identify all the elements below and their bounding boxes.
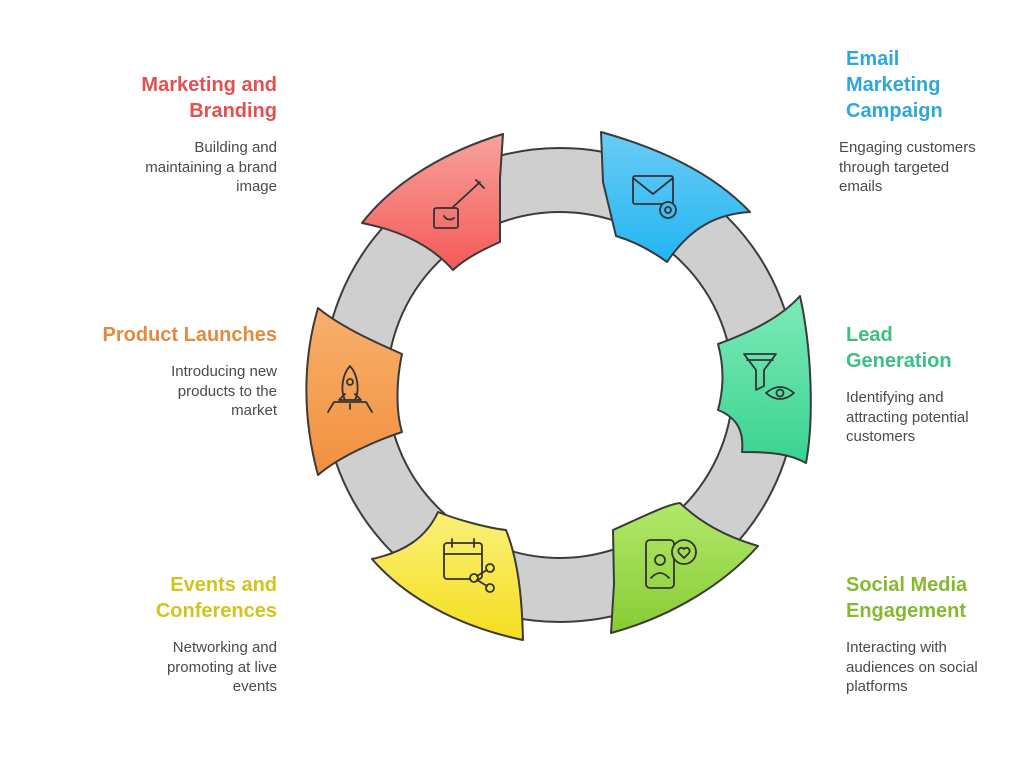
description-product-launches: Introducing new products to the market <box>171 363 277 419</box>
label-email-marketing: Email Marketing Campaign Engaging custom… <box>839 46 996 197</box>
title-lead-generation: Lead Generation <box>846 324 952 372</box>
description-events-conferences: Networking and promoting at live events <box>166 639 277 695</box>
title-social-media: Social Media Engagement <box>846 574 968 622</box>
rocket-icon <box>327 365 373 413</box>
segment-marketing-branding <box>361 133 504 271</box>
title-product-launches: Product Launches <box>102 324 277 346</box>
calendar-share-icon <box>443 538 495 593</box>
segment-social-media <box>610 502 759 634</box>
description-email-marketing: Engaging customers through targeted emai… <box>839 139 976 195</box>
label-social-media: Social Media Engagement Interacting with… <box>846 572 996 697</box>
funnel-eye-icon <box>743 353 795 400</box>
label-product-launches: Product Launches Introducing new product… <box>97 322 277 421</box>
title-email-marketing: Email Marketing Campaign <box>846 48 943 122</box>
description-social-media: Interacting with audiences on social pla… <box>846 639 978 695</box>
segment-email-marketing <box>600 131 751 263</box>
segment-events-conferences <box>371 511 524 641</box>
envelope-gear-icon <box>632 175 677 219</box>
label-events-conferences: Events and Conferences Networking and pr… <box>97 572 277 697</box>
label-lead-generation: Lead Generation Identifying and attracti… <box>846 322 996 447</box>
paintbrush-icon <box>433 179 485 229</box>
phone-heart-icon <box>645 539 697 589</box>
title-marketing-branding: Marketing and Branding <box>141 74 277 122</box>
segment-product-launches <box>305 307 403 476</box>
description-marketing-branding: Building and maintaining a brand image <box>145 139 277 195</box>
title-events-conferences: Events and Conferences <box>155 574 277 622</box>
description-lead-generation: Identifying and attracting potential cus… <box>846 389 969 445</box>
label-marketing-branding: Marketing and Branding Building and main… <box>97 72 277 197</box>
